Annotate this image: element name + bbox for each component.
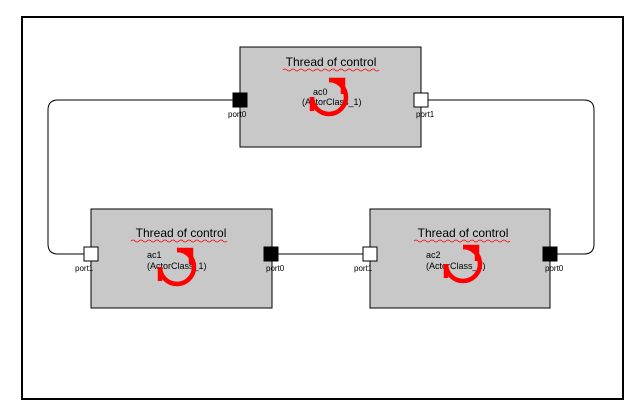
port-label: port0	[545, 264, 564, 273]
actor-box[interactable]	[90, 208, 273, 309]
actor-title: Thread of control	[136, 226, 227, 240]
connection-ac0-port0-ac1-port1	[47, 99, 233, 255]
port-right[interactable]	[542, 246, 558, 262]
actor-box[interactable]	[239, 46, 422, 148]
port-label: port0	[266, 264, 285, 273]
thread-of-control-icon	[309, 77, 349, 117]
port-left[interactable]	[83, 246, 99, 262]
actor-title: Thread of control	[286, 55, 377, 69]
port-left[interactable]	[362, 246, 378, 262]
port-label: port1	[416, 110, 435, 119]
actor-title: Thread of control	[418, 226, 509, 240]
actor-ac1[interactable]: Thread of control ac1 (ActorClass_1) por…	[75, 208, 285, 309]
actor-name: ac0	[313, 87, 328, 97]
spellcheck-underline	[282, 68, 380, 72]
thread-of-control-icon	[443, 244, 483, 284]
port-label: port1	[75, 264, 94, 273]
actor-ac0[interactable]: Thread of control ac0 (ActorClass_1) por…	[228, 46, 435, 148]
spellcheck-underline	[413, 239, 511, 243]
actor-box[interactable]	[369, 208, 551, 309]
port-right[interactable]	[413, 92, 429, 108]
port-label: port0	[228, 110, 247, 119]
port-left[interactable]	[232, 92, 248, 108]
thread-of-control-icon	[157, 247, 197, 287]
port-right[interactable]	[263, 246, 279, 262]
port-label: port1	[354, 264, 373, 273]
actor-class: (ActorClass_1)	[147, 261, 207, 271]
spellcheck-underline	[130, 239, 228, 243]
actor-name: ac2	[426, 250, 441, 260]
actor-name: ac1	[147, 250, 162, 260]
actor-class: (ActorClass_1)	[426, 261, 486, 271]
actor-class: (ActorClass_1)	[302, 97, 362, 107]
actor-ac2[interactable]: Thread of control ac2 (ActorClass_1) por…	[354, 208, 564, 309]
connection-ac0-port1-ac2-port0	[428, 99, 595, 255]
